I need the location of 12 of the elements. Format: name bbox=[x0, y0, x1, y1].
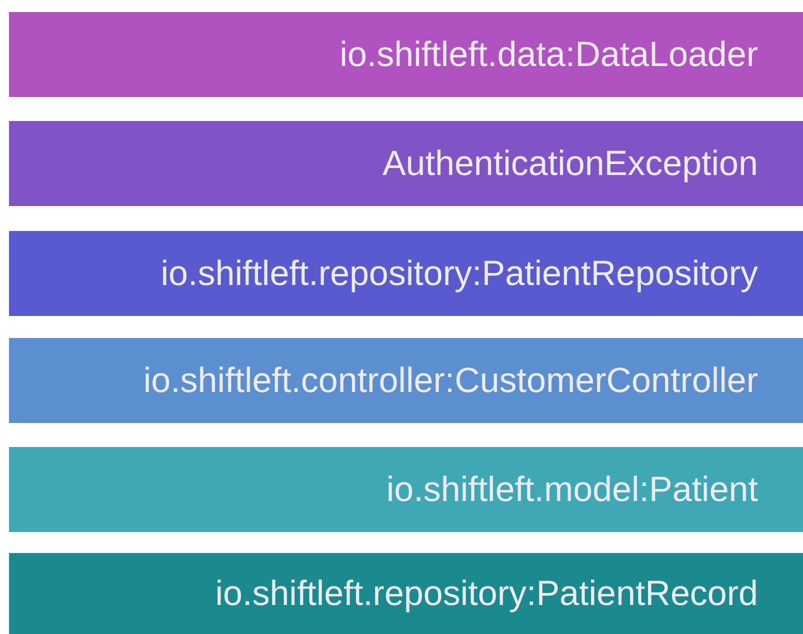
bar bbox=[9, 447, 803, 532]
bar bbox=[9, 338, 803, 423]
bar bbox=[9, 231, 803, 316]
bar bbox=[9, 12, 803, 97]
bar-label: io.shiftleft.data:DataLoader bbox=[340, 34, 758, 74]
bar bbox=[9, 553, 803, 634]
bar-label: io.shiftleft.repository:PatientRepository bbox=[160, 254, 758, 294]
bar-label: AuthenticationException bbox=[382, 144, 758, 184]
bar-label: io.shiftleft.model:Patient bbox=[386, 470, 758, 510]
bar-label: io.shiftleft.repository:PatientRecord bbox=[215, 574, 758, 614]
bar bbox=[9, 121, 803, 206]
bar-label: io.shiftleft.controller:CustomerController bbox=[143, 360, 758, 400]
